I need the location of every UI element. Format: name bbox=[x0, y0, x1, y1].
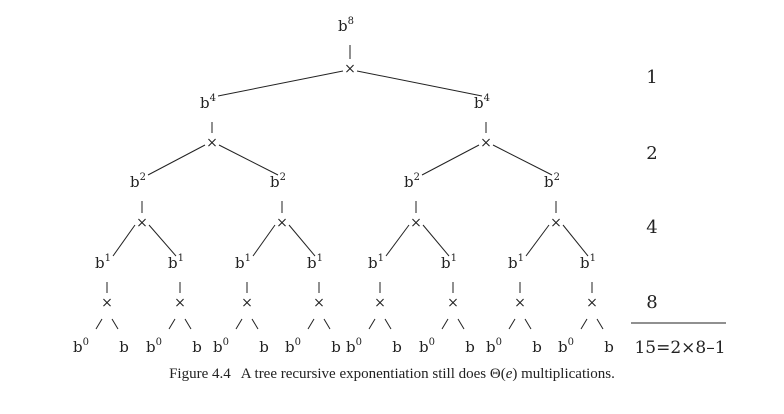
figure-number: Figure 4.4 bbox=[169, 366, 231, 382]
leaf-edge-1-left bbox=[168, 318, 176, 330]
edge-l2-1-right bbox=[288, 224, 316, 257]
power-node-l3-6: b1 bbox=[508, 253, 524, 272]
leaf-edge-3-right bbox=[323, 318, 331, 330]
multiply-node-l3-2: × bbox=[241, 295, 253, 311]
leaf-edge-0-left bbox=[95, 318, 103, 330]
edge-l0-0-right bbox=[356, 70, 483, 97]
leaf-edge-3-left bbox=[307, 318, 315, 330]
multiply-node-l1-1: × bbox=[480, 135, 492, 151]
caption-text-after: multiplications. bbox=[517, 366, 615, 382]
multiply-node-l1-0: × bbox=[206, 135, 218, 151]
leaf-b-0: b bbox=[119, 338, 129, 356]
power-node-l3-0: b1 bbox=[95, 253, 111, 272]
multiply-node-l3-7: × bbox=[586, 295, 598, 311]
power-node-l2-1: b2 bbox=[270, 172, 286, 191]
edge-l2-2-right bbox=[422, 224, 450, 257]
leaf-b0-6: b0 bbox=[486, 337, 502, 356]
leaf-edge-4-left bbox=[368, 318, 376, 330]
leaf-b0-5: b0 bbox=[419, 337, 435, 356]
leaf-b0-2: b0 bbox=[213, 337, 229, 356]
power-node-l2-3: b2 bbox=[544, 172, 560, 191]
edge-l2-1-left bbox=[252, 224, 276, 257]
edge-l1-0-right bbox=[218, 144, 279, 176]
leaf-b-2: b bbox=[259, 338, 269, 356]
power-node-l1-1: b4 bbox=[474, 93, 490, 112]
leaf-b-7: b bbox=[604, 338, 614, 356]
power-node-l0-0: b8 bbox=[338, 16, 354, 35]
multiply-node-l2-0: × bbox=[136, 215, 148, 231]
tree-nodes: b8 × b4 × b4 × b2 × b2 × b2 × b2 × b1 × b1 × b1 × b1 × b1 × b1 × b… bbox=[73, 16, 614, 356]
leaf-b0-0: b0 bbox=[73, 337, 89, 356]
leaf-b-4: b bbox=[392, 338, 402, 356]
power-node-l3-3: b1 bbox=[307, 253, 323, 272]
power-node-l3-7: b1 bbox=[580, 253, 596, 272]
power-node-l3-4: b1 bbox=[368, 253, 384, 272]
edge-l2-0-right bbox=[148, 224, 177, 257]
count-level-3: 4 bbox=[646, 217, 657, 238]
edge-l2-2-left bbox=[385, 224, 410, 257]
multiply-node-l3-0: × bbox=[101, 295, 113, 311]
multiply-node-l2-3: × bbox=[550, 215, 562, 231]
power-node-l2-0: b2 bbox=[130, 172, 146, 191]
multiplication-counts: 1 2 4 8 15=2×8–1 bbox=[631, 67, 726, 358]
figure-caption: Figure 4.4 A tree recursive exponentiatio… bbox=[169, 366, 615, 382]
edge-l2-0-left bbox=[112, 224, 136, 257]
multiply-node-l3-3: × bbox=[313, 295, 325, 311]
leaf-b-1: b bbox=[192, 338, 202, 356]
leaf-b-3: b bbox=[331, 338, 341, 356]
power-node-l3-2: b1 bbox=[235, 253, 251, 272]
edge-l2-3-left bbox=[525, 224, 550, 257]
multiply-node-l2-1: × bbox=[276, 215, 288, 231]
tree-edges bbox=[95, 45, 604, 330]
edge-l1-0-left bbox=[147, 144, 206, 176]
leaf-edge-7-right bbox=[596, 318, 604, 330]
caption-text-before: A tree recursive exponentiation still do… bbox=[240, 366, 490, 382]
leaf-edge-4-right bbox=[384, 318, 392, 330]
leaf-b-6: b bbox=[532, 338, 542, 356]
count-level-4: 8 bbox=[646, 292, 657, 313]
leaf-edge-2-right bbox=[251, 318, 259, 330]
count-level-1: 1 bbox=[646, 67, 657, 88]
leaf-b0-3: b0 bbox=[285, 337, 301, 356]
edge-l0-0-left bbox=[217, 70, 344, 97]
leaf-edge-5-right bbox=[457, 318, 465, 330]
leaf-edge-0-right bbox=[111, 318, 119, 330]
leaf-edge-6-left bbox=[508, 318, 516, 330]
leaf-b0-4: b0 bbox=[346, 337, 362, 356]
multiply-node-l3-1: × bbox=[174, 295, 186, 311]
count-level-2: 2 bbox=[646, 143, 657, 164]
leaf-edge-5-left bbox=[441, 318, 449, 330]
leaf-edge-2-left bbox=[235, 318, 243, 330]
multiply-node-l0-0: × bbox=[344, 61, 356, 77]
leaf-edge-6-right bbox=[524, 318, 532, 330]
leaf-edge-7-left bbox=[580, 318, 588, 330]
multiply-node-l3-6: × bbox=[514, 295, 526, 311]
caption-arg: e bbox=[505, 366, 513, 382]
leaf-edge-1-right bbox=[184, 318, 192, 330]
leaf-b0-7: b0 bbox=[558, 337, 574, 356]
power-node-l2-2: b2 bbox=[404, 172, 420, 191]
power-node-l1-0: b4 bbox=[200, 93, 216, 112]
power-node-l3-5: b1 bbox=[441, 253, 457, 272]
multiply-node-l3-4: × bbox=[374, 295, 386, 311]
multiply-node-l2-2: × bbox=[410, 215, 422, 231]
edge-l2-3-right bbox=[562, 224, 589, 257]
leaf-b0-1: b0 bbox=[146, 337, 162, 356]
caption-theta: Θ bbox=[489, 366, 501, 382]
multiply-node-l3-5: × bbox=[447, 295, 459, 311]
power-node-l3-1: b1 bbox=[168, 253, 184, 272]
count-total: 15=2×8–1 bbox=[634, 338, 725, 358]
leaf-b-5: b bbox=[465, 338, 475, 356]
edge-l1-1-right bbox=[492, 144, 553, 176]
edge-l1-1-left bbox=[421, 144, 480, 176]
